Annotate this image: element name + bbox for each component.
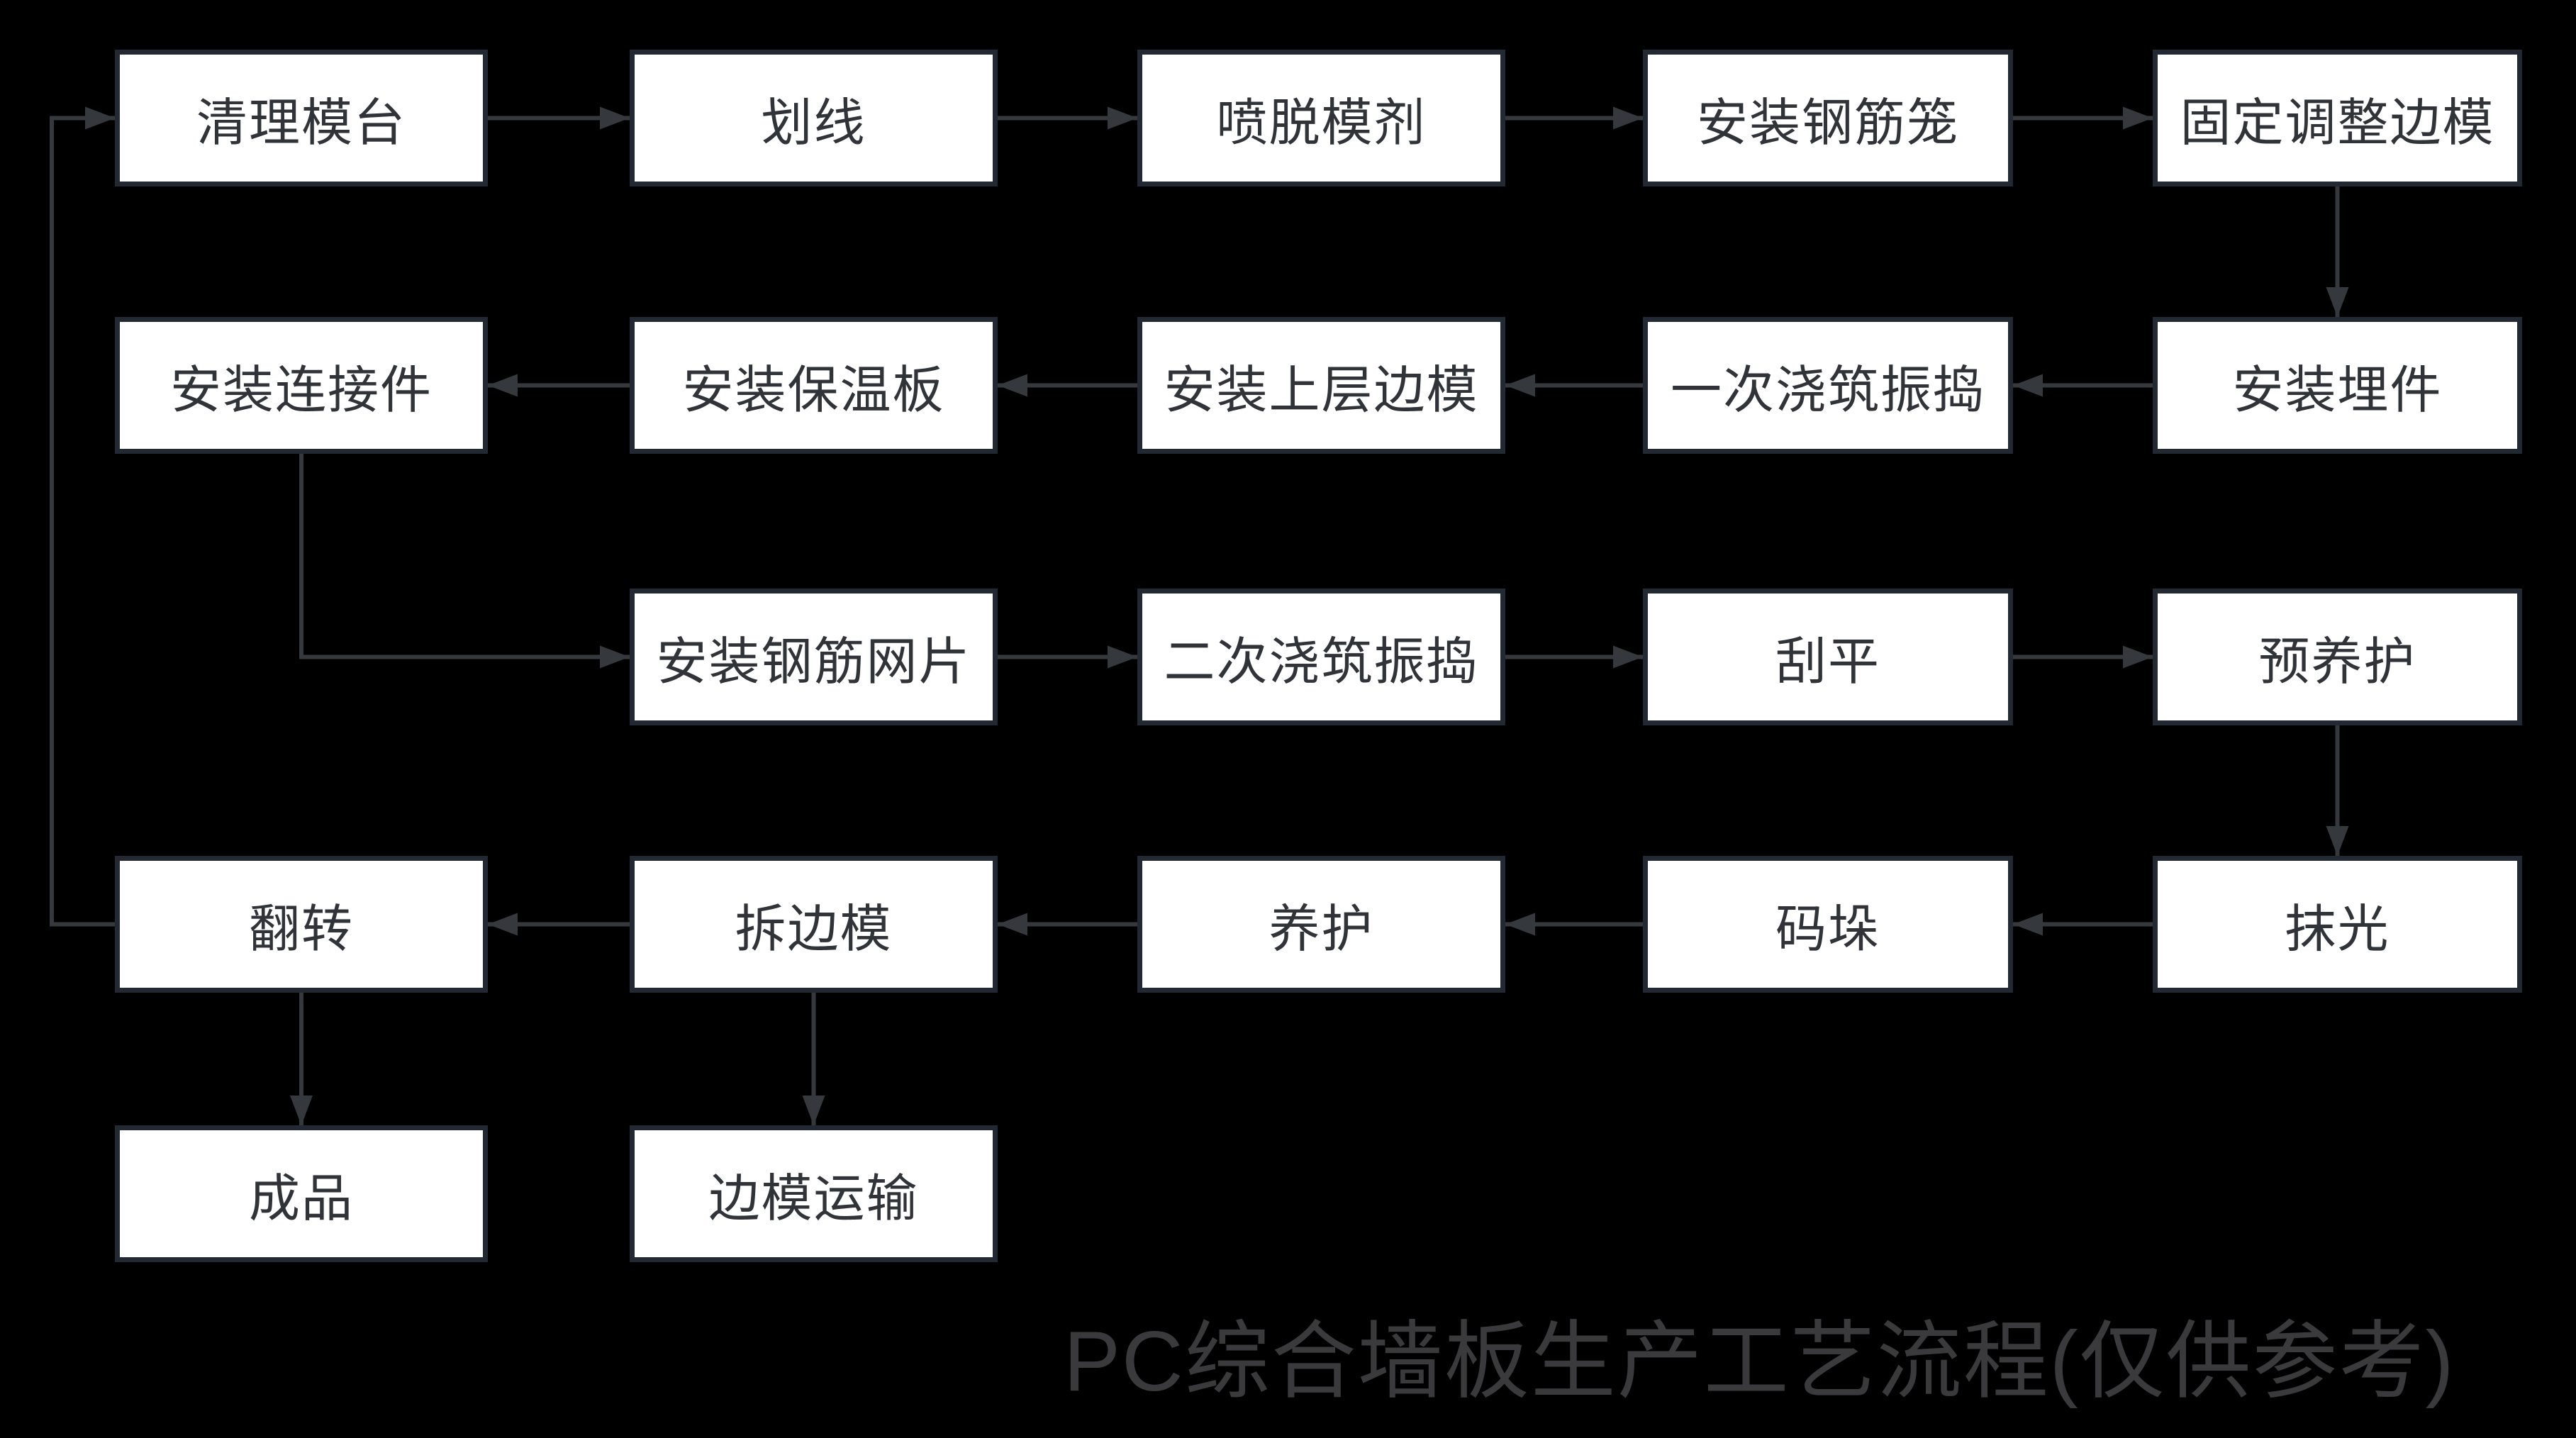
flow-node-flip: 翻转 [115,856,488,993]
flow-node-screeding: 刮平 [1643,589,2013,725]
diagram-title: PC综合墙板生产工艺流程(仅供参考) [1064,1314,2455,1409]
flow-node-finished-product: 成品 [115,1125,488,1262]
flow-node-fix-adjust-side-mold: 固定调整边模 [2153,50,2522,186]
flow-node-install-rebar-mesh: 安装钢筋网片 [630,589,998,725]
flow-node-install-upper-side-mold: 安装上层边模 [1137,317,1505,454]
flow-node-stacking: 码垛 [1643,856,2013,993]
flow-node-spray-release-agent: 喷脱模剂 [1137,50,1505,186]
flow-node-pre-curing: 预养护 [2153,589,2522,725]
flow-node-install-embedded-parts: 安装埋件 [2153,317,2522,454]
flow-node-second-pour-vibrate: 二次浇筑振捣 [1137,589,1505,725]
arrow-install-connectors-to-install-rebar-mesh [299,454,630,669]
flow-node-install-connectors: 安装连接件 [115,317,488,454]
flow-node-remove-side-mold: 拆边模 [630,856,998,993]
arrow-flip-to-clean-mold-table [50,106,115,927]
flow-node-side-mold-transport: 边模运输 [630,1125,998,1262]
flow-node-first-pour-vibrate: 一次浇筑振捣 [1643,317,2013,454]
flow-node-install-rebar-cage: 安装钢筋笼 [1643,50,2013,186]
flow-node-curing: 养护 [1137,856,1505,993]
flow-node-install-insulation-board: 安装保温板 [630,317,998,454]
flow-node-clean-mold-table: 清理模台 [115,50,488,186]
flow-node-troweling: 抹光 [2153,856,2522,993]
flow-node-marking: 划线 [630,50,998,186]
